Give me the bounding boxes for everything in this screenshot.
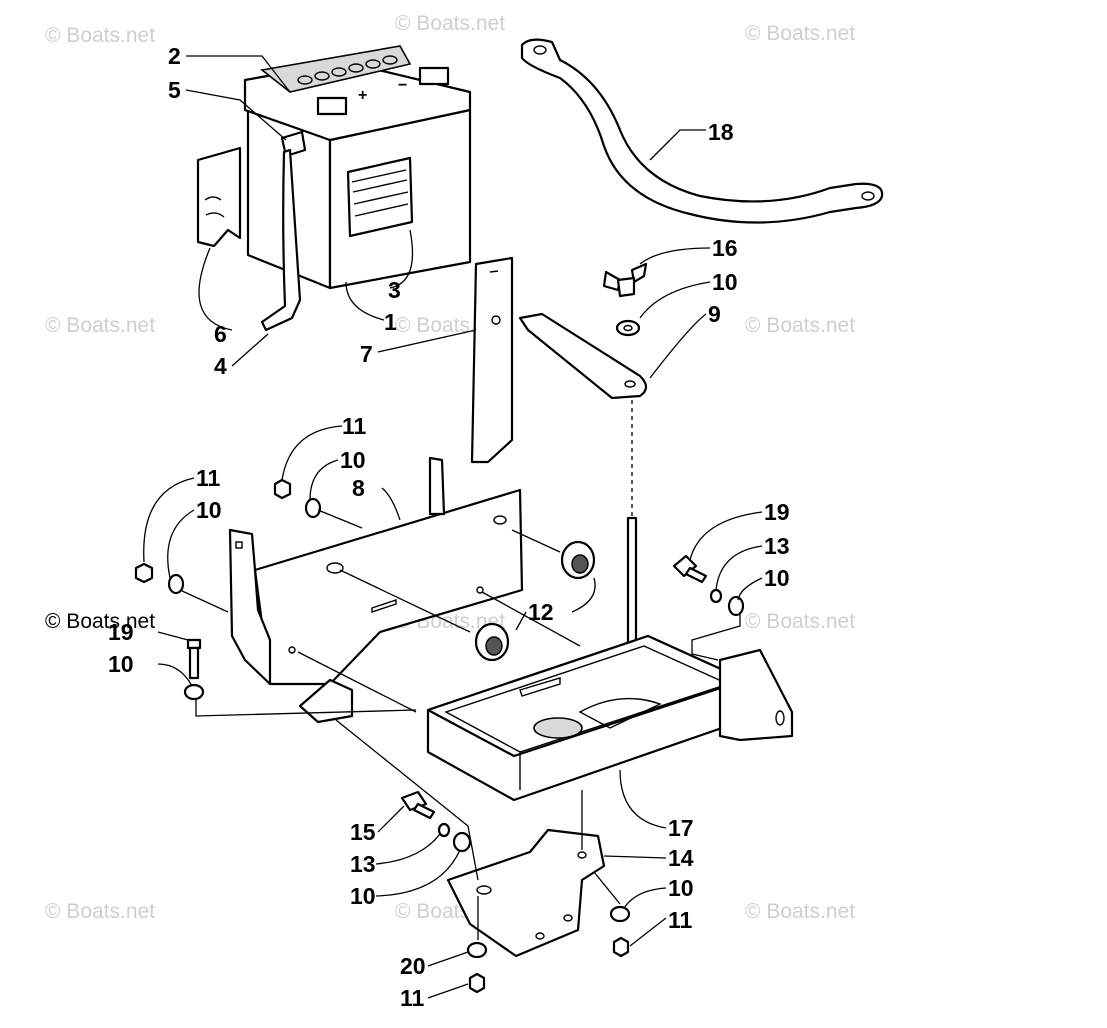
washer (615, 319, 641, 337)
callout-10: 10 (764, 565, 790, 591)
part-8-mounting-plate (228, 456, 524, 724)
callout-12: 12 (528, 599, 554, 625)
callout-11: 11 (196, 465, 221, 491)
callout-10: 10 (668, 875, 694, 901)
callout-2: 2 (168, 43, 181, 69)
callout-4: 4 (214, 353, 227, 379)
part-1-battery: + − (243, 45, 472, 290)
battery-cell-caps (297, 55, 398, 85)
part-11-nut (468, 972, 486, 994)
watermark: © Boats.net (45, 900, 155, 923)
callout-10: 10 (350, 883, 376, 909)
part-6-battery-pad (196, 146, 242, 248)
callout-labels: 2 5 3 1 6 4 7 18 16 10 9 11 10 8 11 10 1… (108, 43, 790, 1011)
part-18-battery-cable (520, 38, 884, 224)
part-19-bolt (672, 554, 708, 584)
svg-text:−: − (398, 77, 407, 94)
part-14-lower-bracket (446, 828, 606, 958)
callout-20: 20 (400, 953, 426, 979)
callout-11: 11 (342, 413, 367, 439)
callout-18: 18 (708, 119, 734, 145)
callout-1: 1 (384, 309, 397, 335)
svg-text:+: + (358, 87, 367, 104)
callout-13: 13 (350, 851, 376, 877)
callout-10: 10 (712, 269, 738, 295)
callout-13: 13 (764, 533, 790, 559)
callout-10: 10 (196, 497, 222, 523)
assembly-lines (143, 55, 763, 999)
watermark: © Boats.net (45, 24, 155, 47)
part-9-top-bracket (518, 312, 648, 400)
watermark: © Boats.net (45, 610, 155, 633)
watermark: © Boats.net (745, 900, 855, 923)
callout-10: 10 (340, 447, 366, 473)
part-12-grommet (560, 540, 596, 580)
washers (167, 497, 745, 959)
watermark: © Boats.net (745, 610, 855, 633)
callout-11: 11 (400, 985, 425, 1011)
part-11-nut (612, 936, 630, 958)
part-11-nut (273, 478, 292, 500)
part-11-nut (134, 562, 154, 584)
callout-16: 16 (712, 235, 738, 261)
part-17-battery-tray (426, 634, 794, 802)
part-4-vent-tube (260, 148, 302, 332)
callout-11: 11 (668, 907, 693, 933)
watermark: © Boats.net (745, 22, 855, 45)
callout-6: 6 (214, 321, 227, 347)
callout-9: 9 (708, 301, 721, 327)
callout-10: 10 (108, 651, 134, 677)
callout-19: 19 (764, 499, 790, 525)
callout-14: 14 (668, 845, 694, 871)
watermark: © Boats.net (745, 314, 855, 337)
callout-15: 15 (350, 819, 376, 845)
part-12-grommet (474, 622, 510, 662)
part-15-bolt (400, 790, 436, 820)
callout-7: 7 (360, 341, 373, 367)
callout-8: 8 (352, 475, 365, 501)
callout-17: 17 (668, 815, 694, 841)
callout-3: 3 (388, 277, 401, 303)
watermark: © Boats.net (45, 314, 155, 337)
callout-19: 19 (108, 619, 134, 645)
part-19-bolt (186, 638, 202, 680)
part-16-wing-nut (602, 262, 648, 298)
watermark: © Boats.net (395, 12, 505, 35)
part-7-holddown-strap (470, 256, 514, 464)
callout-5: 5 (168, 77, 181, 103)
